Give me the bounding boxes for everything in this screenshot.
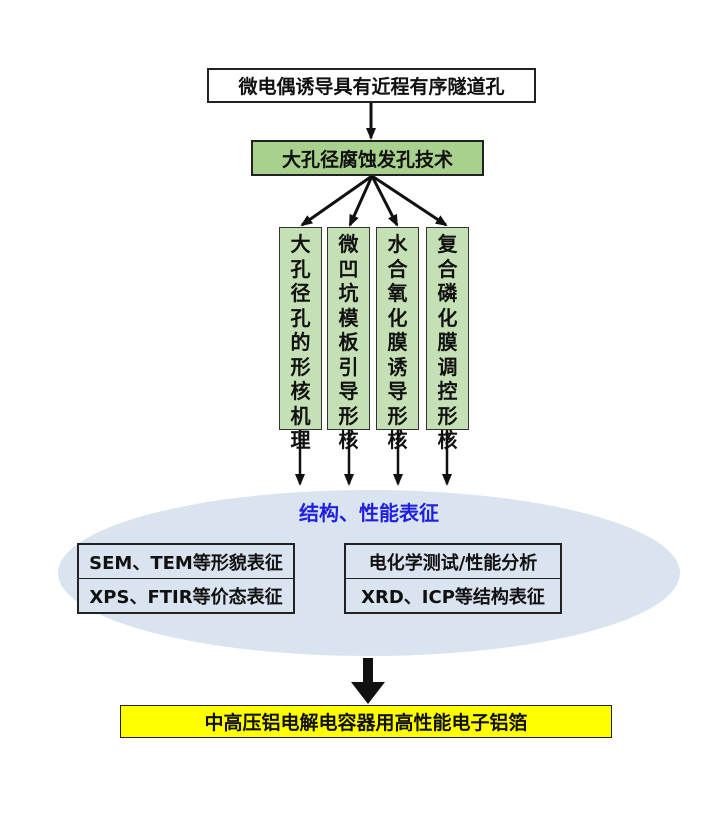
table-row: 电化学测试/性能分析 xyxy=(368,552,538,574)
branch-char: 板 xyxy=(338,330,359,354)
branch-char: 复 xyxy=(437,232,458,256)
branch-char: 化 xyxy=(437,305,458,330)
performance-table: 电化学测试/性能分析 XRD、ICP等结构表征 xyxy=(344,543,562,614)
branch-char: 诱 xyxy=(387,354,408,379)
branch-char: 坑 xyxy=(338,281,359,305)
arrow-technique-to-branch-1 xyxy=(300,174,373,227)
branch-char: 孔 xyxy=(290,256,311,281)
branch-char: 理 xyxy=(290,428,311,452)
branch-char: 形 xyxy=(338,403,359,428)
branch-char: 孔 xyxy=(290,305,311,330)
branch-char: 磷 xyxy=(437,281,458,305)
branch-char: 引 xyxy=(338,354,359,379)
branch-char: 机 xyxy=(290,403,311,428)
table-row: SEM、TEM等形貌表征 xyxy=(89,552,283,574)
branch-box-1: 大孔径孔的形核机理 xyxy=(279,227,322,452)
branch-char: 核 xyxy=(437,428,458,452)
branch-char: 化 xyxy=(387,305,408,330)
top-box-label: 微电偶诱导具有近程有序隧道孔 xyxy=(238,76,505,98)
branch-char: 合 xyxy=(437,256,458,281)
branch-char: 导 xyxy=(387,379,408,403)
arrow-to-result xyxy=(351,658,385,704)
branch-box-2: 微凹坑模板引导形核 xyxy=(327,227,370,452)
table-row: XRD、ICP等结构表征 xyxy=(346,578,560,612)
morphology-table: SEM、TEM等形貌表征 XPS、FTIR等价态表征 xyxy=(77,543,295,614)
branch-char: 膜 xyxy=(437,330,458,354)
characterization-title: 结构、性能表征 xyxy=(299,501,439,525)
branch-char: 径 xyxy=(290,281,311,305)
branch-char: 大 xyxy=(290,232,311,256)
branch-char: 核 xyxy=(338,428,359,452)
branch-box-4: 复合磷化膜调控形核 xyxy=(426,227,469,452)
branch-char: 控 xyxy=(437,379,458,403)
arrow-technique-to-branch-4 xyxy=(371,174,448,227)
branch-char: 调 xyxy=(437,354,458,379)
branch-box-3: 水合氧化膜诱导形核 xyxy=(376,227,419,452)
branch-char: 形 xyxy=(290,354,311,379)
branch-char: 的 xyxy=(290,330,311,354)
technique-box-label: 大孔径腐蚀发孔技术 xyxy=(281,148,453,171)
branch-char: 凹 xyxy=(338,256,359,281)
branch-char: 膜 xyxy=(387,330,408,354)
branch-char: 形 xyxy=(387,403,408,428)
branch-char: 形 xyxy=(437,403,458,428)
table-row: XPS、FTIR等价态表征 xyxy=(79,578,293,612)
branch-char: 模 xyxy=(338,305,359,330)
branch-char: 核 xyxy=(290,379,311,403)
top-box: 微电偶诱导具有近程有序隧道孔 xyxy=(207,68,536,103)
branch-char: 合 xyxy=(387,256,408,281)
branch-char: 核 xyxy=(387,428,408,452)
branch-char: 导 xyxy=(338,379,359,403)
branch-char: 氧 xyxy=(387,281,408,305)
result-box: 中高压铝电解电容器用高性能电子铝箔 xyxy=(120,705,612,738)
branch-char: 微 xyxy=(338,232,359,256)
arrow-technique-to-branch-2 xyxy=(348,175,374,227)
arrow-technique-to-branch-3 xyxy=(370,175,399,227)
result-box-label: 中高压铝电解电容器用高性能电子铝箔 xyxy=(204,712,528,734)
branch-char: 水 xyxy=(387,232,408,256)
technique-box: 大孔径腐蚀发孔技术 xyxy=(251,140,484,176)
